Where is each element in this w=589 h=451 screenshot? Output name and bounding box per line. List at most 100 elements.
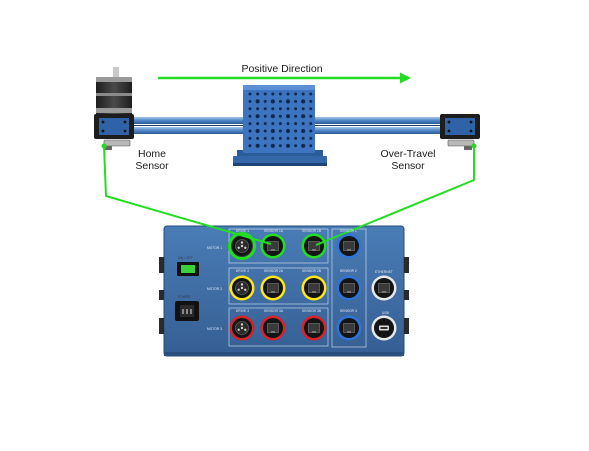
sensor-3b-label: SENSOR 3B [302, 309, 322, 313]
carriage-hole [294, 114, 298, 118]
carriage-hole [270, 114, 275, 119]
carriage-hole [309, 107, 313, 111]
overtravel-sensor-device [447, 139, 475, 150]
carriage-hole [248, 107, 252, 111]
power-switch[interactable] [177, 262, 199, 276]
carriage-hole [286, 107, 290, 111]
carriage-hole [309, 114, 313, 118]
home-sensor-device [103, 139, 131, 150]
carriage-hole [263, 122, 267, 126]
motor-1-label: MOTOR 1 [207, 246, 223, 250]
drive-1-connector-ring [228, 232, 256, 260]
carriage-hole [301, 107, 305, 111]
power-label: POWER [178, 295, 191, 299]
carriage [233, 85, 327, 166]
onoff-label: ON / OFF [178, 256, 193, 260]
carriage-hole [301, 114, 306, 119]
carriage-hole [248, 129, 252, 133]
carriage-hole [248, 114, 252, 118]
carriage-hole [294, 122, 298, 126]
carriage-hole [309, 122, 313, 126]
carriage-hole [270, 143, 275, 148]
sensor-3b-connector[interactable] [301, 315, 327, 341]
carriage-hole [271, 136, 275, 140]
positive-direction-arrow [158, 72, 411, 84]
drive-1-connector[interactable] [229, 233, 255, 259]
carriage-hole [263, 114, 267, 118]
carriage-hole [256, 92, 260, 96]
sensor-2b-connector[interactable] [301, 275, 327, 301]
sensor-1a-connector[interactable] [260, 233, 286, 259]
carriage-hole [285, 114, 291, 119]
sensor-3-connector[interactable] [336, 315, 362, 341]
overtravel-sensor-wire [315, 146, 475, 246]
ethernet-connector[interactable] [371, 275, 397, 301]
carriage-hole [278, 107, 282, 111]
carriage-hole [301, 92, 305, 96]
carriage-hole [278, 122, 282, 126]
control-panel [159, 225, 409, 357]
sensor-2a-connector[interactable] [260, 275, 286, 301]
carriage-hole [278, 136, 282, 140]
carriage-hole [248, 144, 252, 148]
sensor-1-connector[interactable] [336, 233, 362, 259]
drive-3-label: DRIVE 3 [236, 309, 250, 313]
carriage-hole [255, 128, 260, 134]
carriage-hole [263, 144, 267, 148]
carriage-hole [255, 143, 260, 148]
carriage-hole [294, 92, 298, 96]
carriage-hole [286, 136, 290, 140]
carriage-hole [263, 107, 267, 111]
carriage-hole [255, 99, 260, 104]
overtravel-sensor-label: Over-Travel Sensor [370, 148, 446, 172]
carriage-hole [270, 99, 275, 104]
carriage-hole [248, 99, 252, 103]
overtravel-sensor-label-line1: Over-Travel [380, 148, 436, 160]
carriage-hole [301, 122, 305, 126]
carriage-hole [309, 99, 313, 103]
carriage-hole [309, 129, 313, 133]
carriage-hole [278, 114, 282, 118]
carriage-hole [278, 92, 282, 96]
sensor-1a-label: SENSOR 1A [264, 229, 284, 233]
carriage-hole [248, 136, 252, 140]
sensor-2-connector[interactable] [336, 275, 362, 301]
carriage-hole [294, 107, 298, 111]
carriage-hole [286, 122, 290, 126]
carriage-hole [301, 128, 306, 134]
sensor-1b-label: SENSOR 1B [302, 229, 322, 233]
carriage-hole [255, 114, 260, 119]
drive-3-connector[interactable] [229, 315, 255, 341]
home-sensor-label: Home Sensor [124, 148, 180, 172]
overtravel-sensor-label-line2: Sensor [391, 160, 425, 172]
sensor-3-label: SENSOR 3 [340, 309, 357, 313]
carriage-hole [248, 92, 252, 96]
usb-connector[interactable] [371, 315, 397, 341]
drive-2-label: DRIVE 2 [236, 269, 250, 273]
home-sensor-label-line2: Sensor [135, 160, 169, 172]
connector-grid [228, 232, 397, 341]
carriage-hole [285, 143, 291, 148]
sensor-1b-connector[interactable] [301, 233, 327, 259]
sensor-2-label: SENSOR 2 [340, 269, 357, 273]
carriage-hole [256, 122, 260, 126]
motor-2-label: MOTOR 2 [207, 287, 223, 291]
carriage-hole [271, 92, 275, 96]
carriage-hole [248, 122, 252, 126]
carriage-hole [285, 128, 291, 134]
carriage-hole [294, 144, 298, 148]
sensor-2b-label: SENSOR 2B [302, 269, 322, 273]
sensor-2a-label: SENSOR 2A [264, 269, 284, 273]
carriage-hole [271, 107, 275, 111]
direction-label: Positive Direction [241, 63, 323, 75]
carriage-hole [271, 122, 275, 126]
carriage-hole [263, 92, 267, 96]
left-end-plate [94, 114, 134, 139]
sensor-3a-connector[interactable] [260, 315, 286, 341]
sensor-wires [101, 143, 477, 246]
drive-1-label: DRIVE 1 [236, 229, 250, 233]
carriage-hole [278, 144, 282, 148]
right-end-plate [440, 114, 480, 139]
drive-2-connector[interactable] [229, 275, 255, 301]
